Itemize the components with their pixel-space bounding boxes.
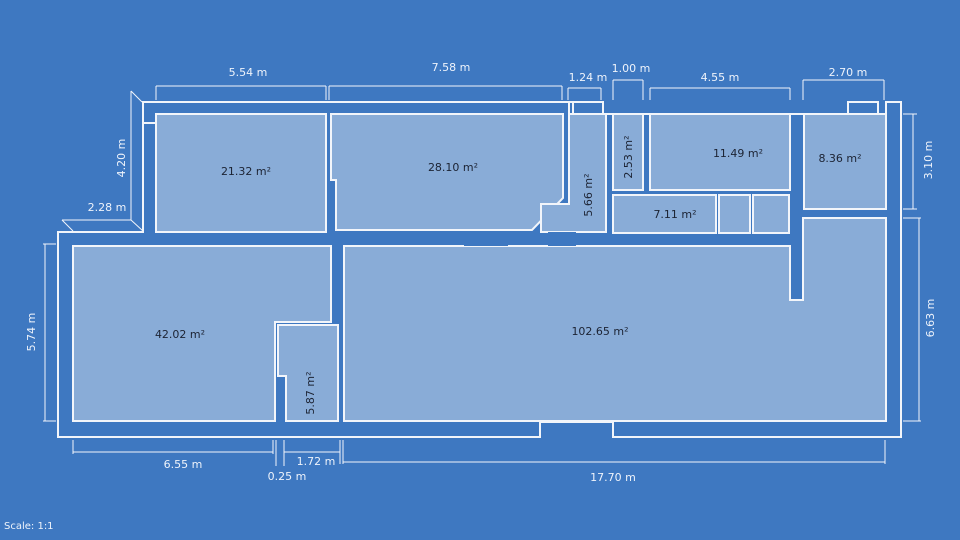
dimension-label: 4.20 m <box>115 139 128 178</box>
doorway <box>548 232 576 246</box>
room-area-label: 102.65 m² <box>571 325 628 338</box>
dimension-label: 1.72 m <box>297 455 336 468</box>
dimension-label: 2.70 m <box>829 66 868 79</box>
room-area-label: 42.02 m² <box>155 328 205 341</box>
dimension-label: 3.10 m <box>922 141 935 180</box>
room-area-label: 21.32 m² <box>221 165 271 178</box>
room-area-label: 5.66 m² <box>582 173 595 216</box>
dimension-label: 7.58 m <box>432 61 471 74</box>
dimension-label: 1.24 m <box>569 71 608 84</box>
room-area-label: 5.87 m² <box>304 371 317 414</box>
room-2-53[interactable] <box>612 113 644 191</box>
inner-wall-top <box>142 102 156 124</box>
dimension-label: 6.63 m <box>924 299 937 338</box>
scale-label: Scale: 1:1 <box>4 521 54 532</box>
room-102[interactable] <box>343 217 887 422</box>
room-5-66[interactable] <box>540 113 607 233</box>
dimension-label: 5.74 m <box>25 313 38 352</box>
room-area-label: 11.49 m² <box>713 147 763 160</box>
dimension-label: 5.54 m <box>229 66 268 79</box>
room-area-label: 8.36 m² <box>818 152 861 165</box>
closet-2[interactable] <box>752 194 790 234</box>
dimension-lines <box>43 79 921 466</box>
dimension-label: 6.55 m <box>164 458 203 471</box>
room-11[interactable] <box>649 113 791 191</box>
dimension-label: 0.25 m <box>268 470 307 483</box>
doorway <box>464 232 508 246</box>
dimension-label: 1.00 m <box>612 62 651 75</box>
dimension-label: 2.28 m <box>88 201 127 214</box>
room-42[interactable] <box>72 245 332 422</box>
dimension-label: 4.55 m <box>701 71 740 84</box>
room-5-87[interactable] <box>277 324 339 422</box>
room-8[interactable] <box>803 113 887 210</box>
closet-1[interactable] <box>718 194 751 234</box>
room-21[interactable] <box>155 113 327 233</box>
room-7[interactable] <box>612 194 717 234</box>
dimension-label: 17.70 m <box>590 471 636 484</box>
room-area-label: 7.11 m² <box>653 208 696 221</box>
room-28[interactable] <box>330 113 564 231</box>
room-area-label: 2.53 m² <box>622 135 635 178</box>
room-area-label: 28.10 m² <box>428 161 478 174</box>
